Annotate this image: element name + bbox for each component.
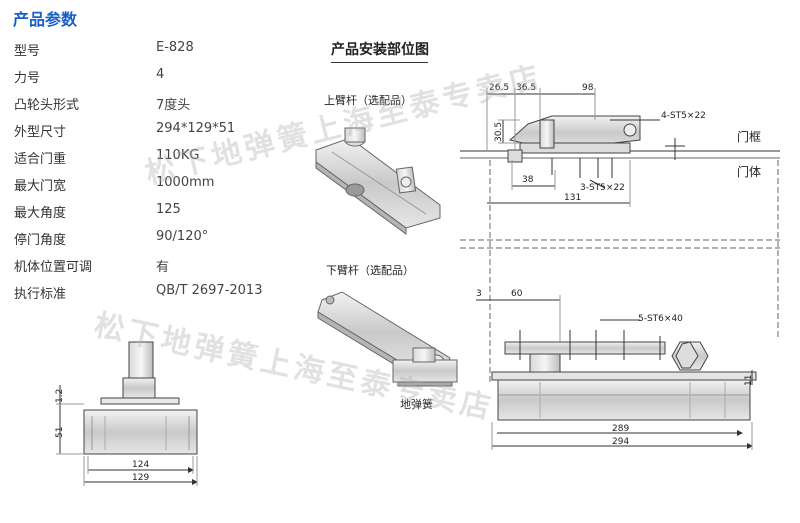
spec-row: 适合门重 110KG [14, 148, 314, 168]
spec-value: 有 [156, 260, 170, 275]
dim-5-st: 5-ST6×40 [638, 314, 683, 324]
lower-arm-label: 下臂杆（选配品） [326, 264, 414, 277]
spec-label: 外型尺寸 [14, 125, 67, 140]
dim-3-st: 3-ST5×22 [580, 183, 625, 193]
spec-value: E-828 [156, 40, 194, 55]
spindle-shaft [128, 341, 154, 385]
dim-4-st: 4-ST5×22 [661, 111, 706, 121]
door-frame-label: 门框 [737, 130, 762, 144]
spec-label: 执行标准 [14, 287, 67, 302]
dim-3: 3 [476, 289, 482, 299]
spec-row: 型号 E-828 [14, 40, 314, 60]
dim-294: 294 [612, 437, 630, 447]
spec-row: 最大门宽 1000mm [14, 175, 314, 195]
spec-value: 125 [156, 202, 181, 217]
dim-129: 129 [132, 473, 150, 483]
spec-value: QB/T 2697-2013 [156, 283, 263, 298]
spec-row: 力号 4 [14, 67, 314, 87]
floor-spring-image [392, 347, 458, 387]
spec-label: 最大角度 [14, 206, 67, 221]
spec-row: 外型尺寸 294*129*51 [14, 121, 314, 141]
dim-51: 51 [55, 426, 65, 438]
spec-label: 凸轮头形式 [14, 98, 80, 113]
spec-value: 110KG [156, 148, 200, 163]
install-title-underline [331, 62, 428, 63]
dim-98: 98 [582, 83, 594, 93]
dim-1-2: 1.2 [55, 388, 65, 403]
install-drawing [460, 88, 780, 450]
dim-131: 131 [564, 193, 582, 203]
spec-label: 最大门宽 [14, 179, 67, 194]
upper-arm-image [315, 127, 441, 235]
housing-body [83, 409, 198, 455]
spec-value: 4 [156, 67, 165, 82]
dim-11: 11 [744, 374, 754, 386]
spec-row: 执行标准 QB/T 2697-2013 [14, 283, 314, 303]
side-section-drawing [56, 341, 198, 486]
spec-label: 型号 [14, 44, 41, 59]
spec-label: 适合门重 [14, 152, 67, 167]
dim-289: 289 [612, 424, 630, 434]
spec-row: 最大角度 125 [14, 202, 314, 222]
spec-value: 294*129*51 [156, 121, 236, 136]
spec-label: 力号 [14, 71, 41, 86]
spec-value: 1000mm [156, 175, 215, 190]
top-plate [100, 397, 180, 405]
install-title: 产品安装部位图 [331, 42, 429, 58]
spec-label: 机体位置可调 [14, 260, 93, 275]
upper-arm-label: 上臂杆（选配品） [324, 94, 412, 107]
spindle-collar [122, 377, 156, 399]
dim-124: 124 [132, 460, 150, 470]
spec-label: 停门角度 [14, 233, 67, 248]
floor-spring-label: 地弹簧 [400, 398, 433, 411]
door-body-label: 门体 [737, 165, 762, 179]
spec-row: 机体位置可调 有 [14, 256, 314, 276]
dim-36-5: 36.5 [516, 83, 537, 93]
spec-row: 停门角度 90/120° [14, 229, 314, 249]
spec-value: 7度头 [156, 98, 191, 113]
dim-26-5: 26.5 [489, 83, 510, 93]
spec-row: 凸轮头形式 7度头 [14, 94, 314, 114]
dim-60: 60 [511, 289, 523, 299]
dim-38: 38 [522, 175, 534, 185]
spec-value: 90/120° [156, 229, 209, 244]
dim-30-5: 30.5 [494, 121, 504, 142]
specs-title: 产品参数 [13, 10, 78, 29]
